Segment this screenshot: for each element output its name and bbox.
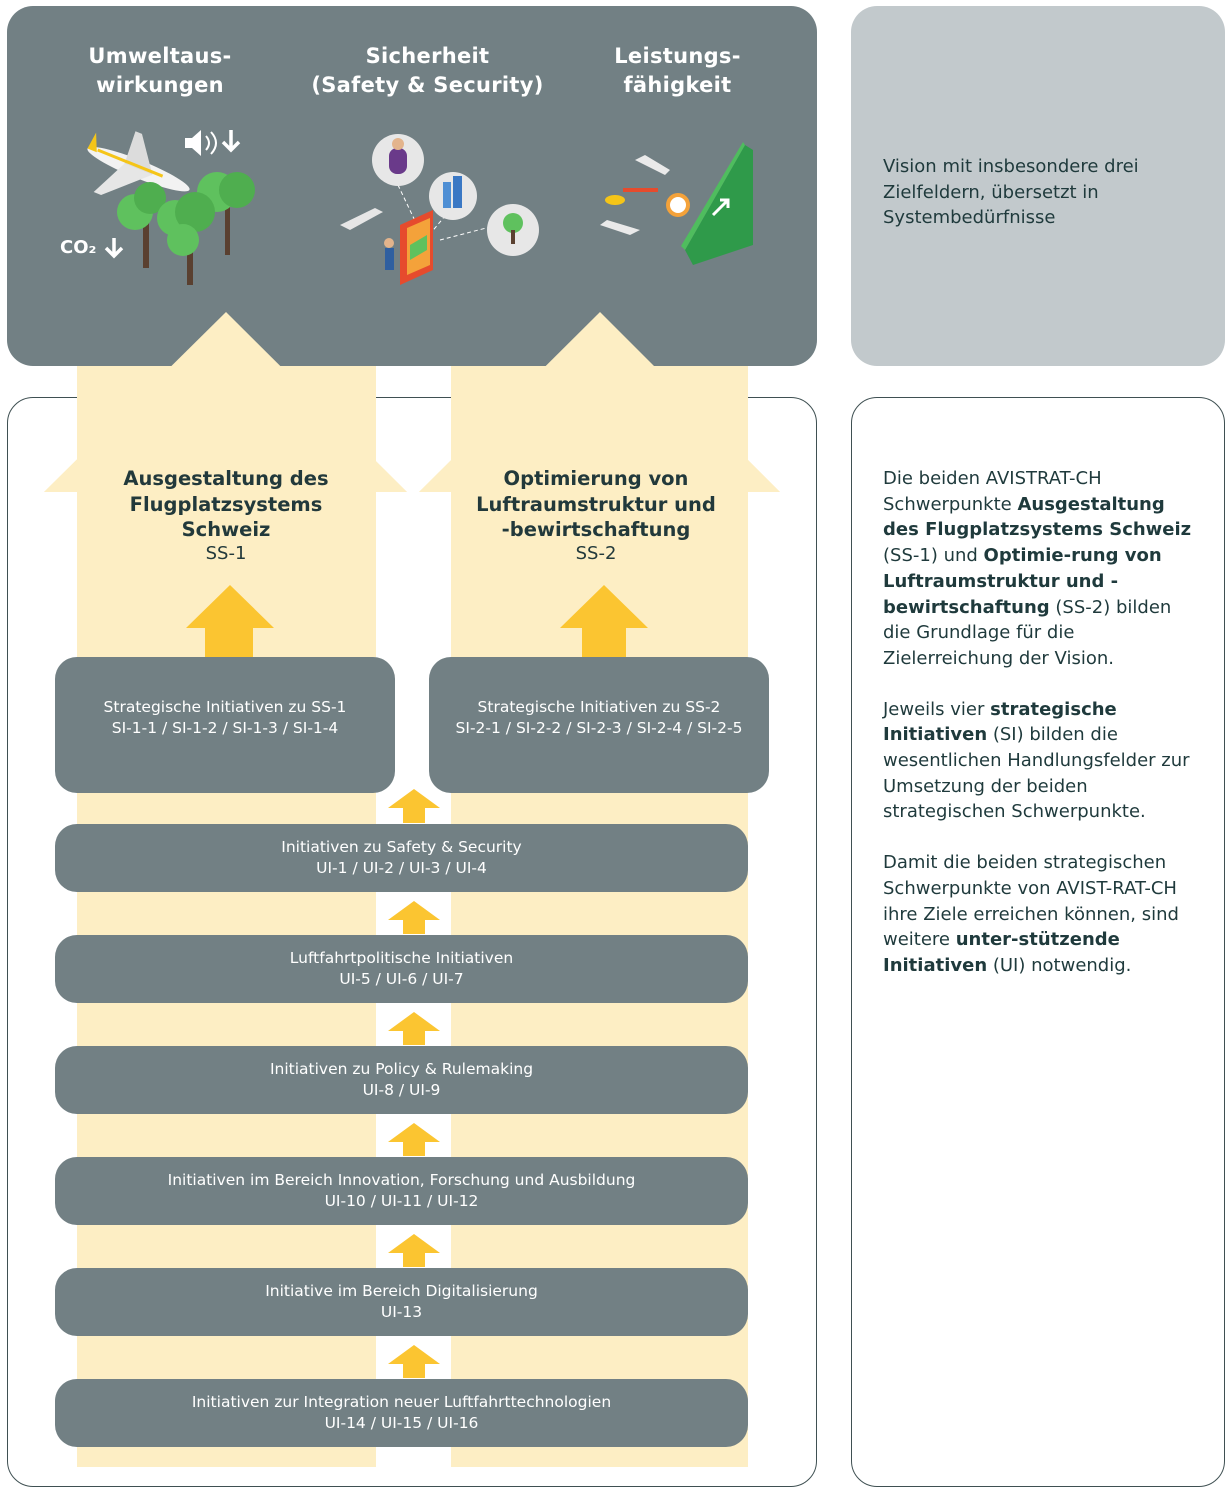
strategic-initiatives-ss2-title: Strategische Initiativen zu SS-2 bbox=[477, 698, 721, 716]
strategic-initiatives-ss2-codes: SI-2-1 / SI-2-2 / SI-2-3 / SI-2-4 / SI-2… bbox=[455, 719, 743, 737]
supporting-initiative-box: Initiativen zu Policy & Rulemaking UI-8 … bbox=[55, 1046, 748, 1114]
focus-area-ss1-title: Ausgestaltung des Flugplatzsystems Schwe… bbox=[123, 467, 329, 541]
trees-icon bbox=[117, 172, 255, 285]
up-arrow-icon bbox=[388, 1012, 440, 1045]
supporting-initiative-title: Initiativen zu Policy & Rulemaking bbox=[269, 1060, 534, 1078]
up-arrow-icon bbox=[560, 585, 648, 658]
vision-field-safety-title: Sicherheit (Safety & Security) bbox=[311, 44, 544, 97]
noise-down-icon bbox=[185, 130, 241, 156]
supporting-initiative-codes: UI-10 / UI-11 / UI-12 bbox=[324, 1192, 479, 1210]
explanation-paragraph-strategic: Jeweils vier strategische Initiativen (S… bbox=[883, 698, 1190, 823]
airplane-icon bbox=[87, 131, 190, 196]
supporting-initiative-title: Initiative im Bereich Digitalisierung bbox=[265, 1282, 538, 1300]
up-arrow-icon bbox=[388, 901, 440, 934]
focus-area-ss1-code: SS-1 bbox=[205, 543, 247, 564]
supporting-initiative-box: Initiative im Bereich Digitalisierung UI… bbox=[55, 1268, 748, 1336]
vision-description: Vision mit insbesondere drei Zielfeldern… bbox=[883, 156, 1139, 229]
focus-area-ss2-code: SS-2 bbox=[575, 543, 617, 564]
up-arrow-icon bbox=[186, 585, 274, 658]
supporting-initiative-codes: UI-1 / UI-2 / UI-3 / UI-4 bbox=[316, 859, 487, 877]
up-arrow-icon bbox=[388, 1234, 440, 1267]
strategic-initiatives-ss1-codes: SI-1-1 / SI-1-2 / SI-1-3 / SI-1-4 bbox=[111, 719, 339, 737]
co2-label: CO₂ bbox=[60, 237, 97, 258]
explanation-paragraph-supporting: Damit die beiden strategischen Schwerpun… bbox=[883, 852, 1179, 976]
strategic-initiatives-ss1-title: Strategische Initiativen zu SS-1 bbox=[103, 698, 347, 716]
supporting-initiative-box: Initiativen im Bereich Innovation, Forsc… bbox=[55, 1157, 748, 1225]
focus-area-ss2-title: Optimierung von Luftraumstruktur und -be… bbox=[476, 467, 716, 541]
environment-icon bbox=[87, 130, 255, 285]
explanation-paragraph-focus-areas: Die beiden AVISTRAT-CH Schwerpunkte Ausg… bbox=[883, 468, 1192, 669]
vision-description-panel bbox=[851, 6, 1225, 366]
supporting-initiative-title: Initiativen im Bereich Innovation, Forsc… bbox=[167, 1171, 636, 1189]
supporting-initiative-title: Initiativen zu Safety & Security bbox=[281, 838, 522, 856]
supporting-initiative-codes: UI-5 / UI-6 / UI-7 bbox=[339, 970, 464, 988]
supporting-initiative-box: Luftfahrtpolitische Initiativen UI-5 / U… bbox=[55, 935, 748, 1003]
vision-field-capacity-title: Leistungs- fähigkeit bbox=[614, 44, 741, 97]
safety-security-icon bbox=[340, 134, 539, 285]
co2-down-arrow-icon bbox=[104, 238, 124, 259]
explanation-text: Die beiden AVISTRAT-CH Schwerpunkte Ausg… bbox=[883, 466, 1201, 979]
up-arrow-icon bbox=[388, 789, 440, 823]
supporting-initiative-codes: UI-8 / UI-9 bbox=[362, 1081, 441, 1099]
supporting-initiative-box: Initiativen zur Integration neuer Luftfa… bbox=[55, 1379, 748, 1447]
supporting-initiative-title: Luftfahrtpolitische Initiativen bbox=[289, 949, 514, 967]
up-arrow-icon bbox=[388, 1345, 440, 1378]
supporting-initiative-codes: UI-13 bbox=[380, 1303, 423, 1321]
up-arrow-icon bbox=[388, 1123, 440, 1156]
supporting-initiative-box: Initiativen zu Safety & Security UI-1 / … bbox=[55, 824, 748, 892]
strategic-initiatives-ss2: Strategische Initiativen zu SS-2 SI-2-1 … bbox=[429, 657, 769, 793]
supporting-initiative-codes: UI-14 / UI-15 / UI-16 bbox=[324, 1414, 479, 1432]
vision-field-environment-title: Umweltaus- wirkungen bbox=[88, 44, 232, 97]
strategic-initiatives-ss1: Strategische Initiativen zu SS-1 SI-1-1 … bbox=[55, 657, 395, 793]
supporting-initiative-title: Initiativen zur Integration neuer Luftfa… bbox=[191, 1393, 612, 1411]
capacity-icon bbox=[600, 142, 753, 265]
